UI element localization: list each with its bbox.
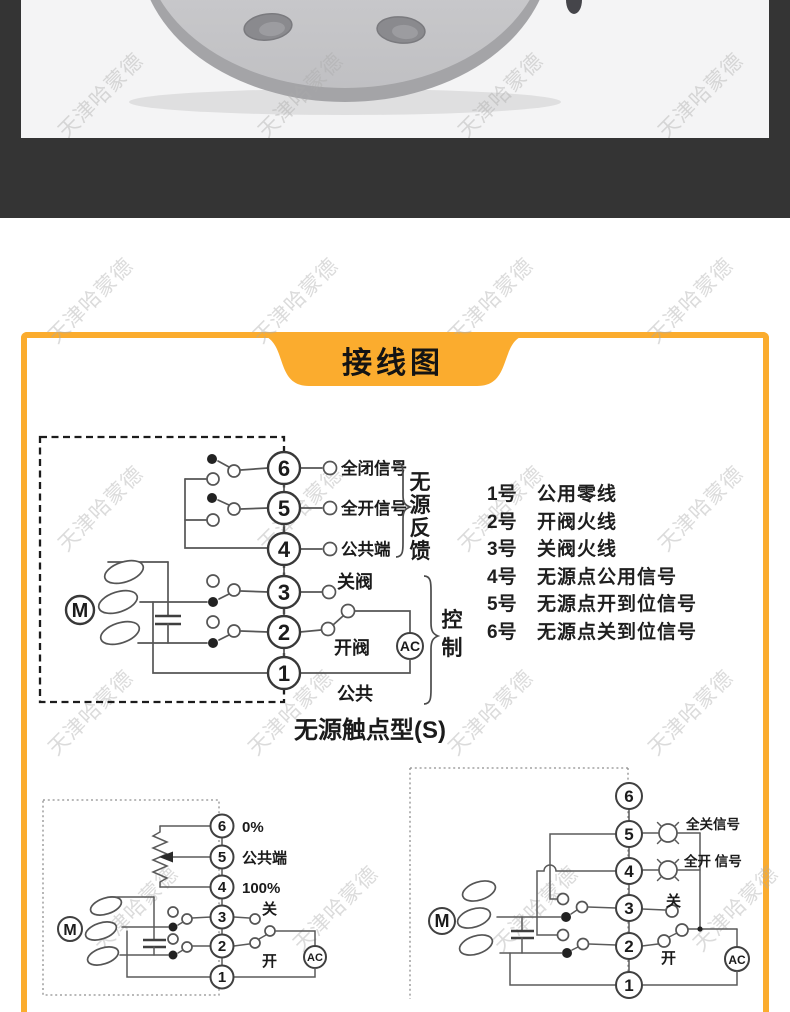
terminal-number: 5号 xyxy=(487,594,517,616)
terminal-description: 无源点开到位信号 xyxy=(537,594,698,616)
wiring-diagram-card xyxy=(21,332,769,1012)
terminal-description: 关阀火线 xyxy=(537,539,618,561)
terminal-number: 2号 xyxy=(487,511,517,533)
terminal-description: 无源点关到位信号 xyxy=(537,621,698,643)
product-photo: 天津哈蒙德天津哈蒙德天津哈蒙德天津哈蒙德 xyxy=(21,0,769,138)
flange-face xyxy=(160,0,530,88)
terminal-number: 6号 xyxy=(487,621,517,643)
terminal-number: 1号 xyxy=(487,484,517,505)
list-item: 3号 关阀火线 xyxy=(487,536,697,564)
terminal-number: 4号 xyxy=(487,566,517,588)
photo-edge-detail xyxy=(566,0,582,14)
top-dark-band: 天津哈蒙德天津哈蒙德天津哈蒙德天津哈蒙德 xyxy=(0,0,790,218)
flange-photo-graphic xyxy=(129,0,582,115)
terminal-legend: 1号 公用零线 2号 开阀火线 3号 关阀火线 4号 无源点公用信号 5号 无源… xyxy=(487,481,697,647)
list-item: 4号 无源点公用信号 xyxy=(487,564,697,592)
list-item: 1号 公用零线 xyxy=(487,481,697,509)
terminal-description: 公用零线 xyxy=(537,484,618,505)
list-item: 5号 无源点开到位信号 xyxy=(487,591,697,619)
terminal-description: 无源点公用信号 xyxy=(537,566,678,588)
terminal-description: 开阀火线 xyxy=(537,511,618,533)
list-item: 6号 无源点关到位信号 xyxy=(487,619,697,647)
terminal-number: 3号 xyxy=(487,539,517,561)
list-item: 2号 开阀火线 xyxy=(487,509,697,537)
